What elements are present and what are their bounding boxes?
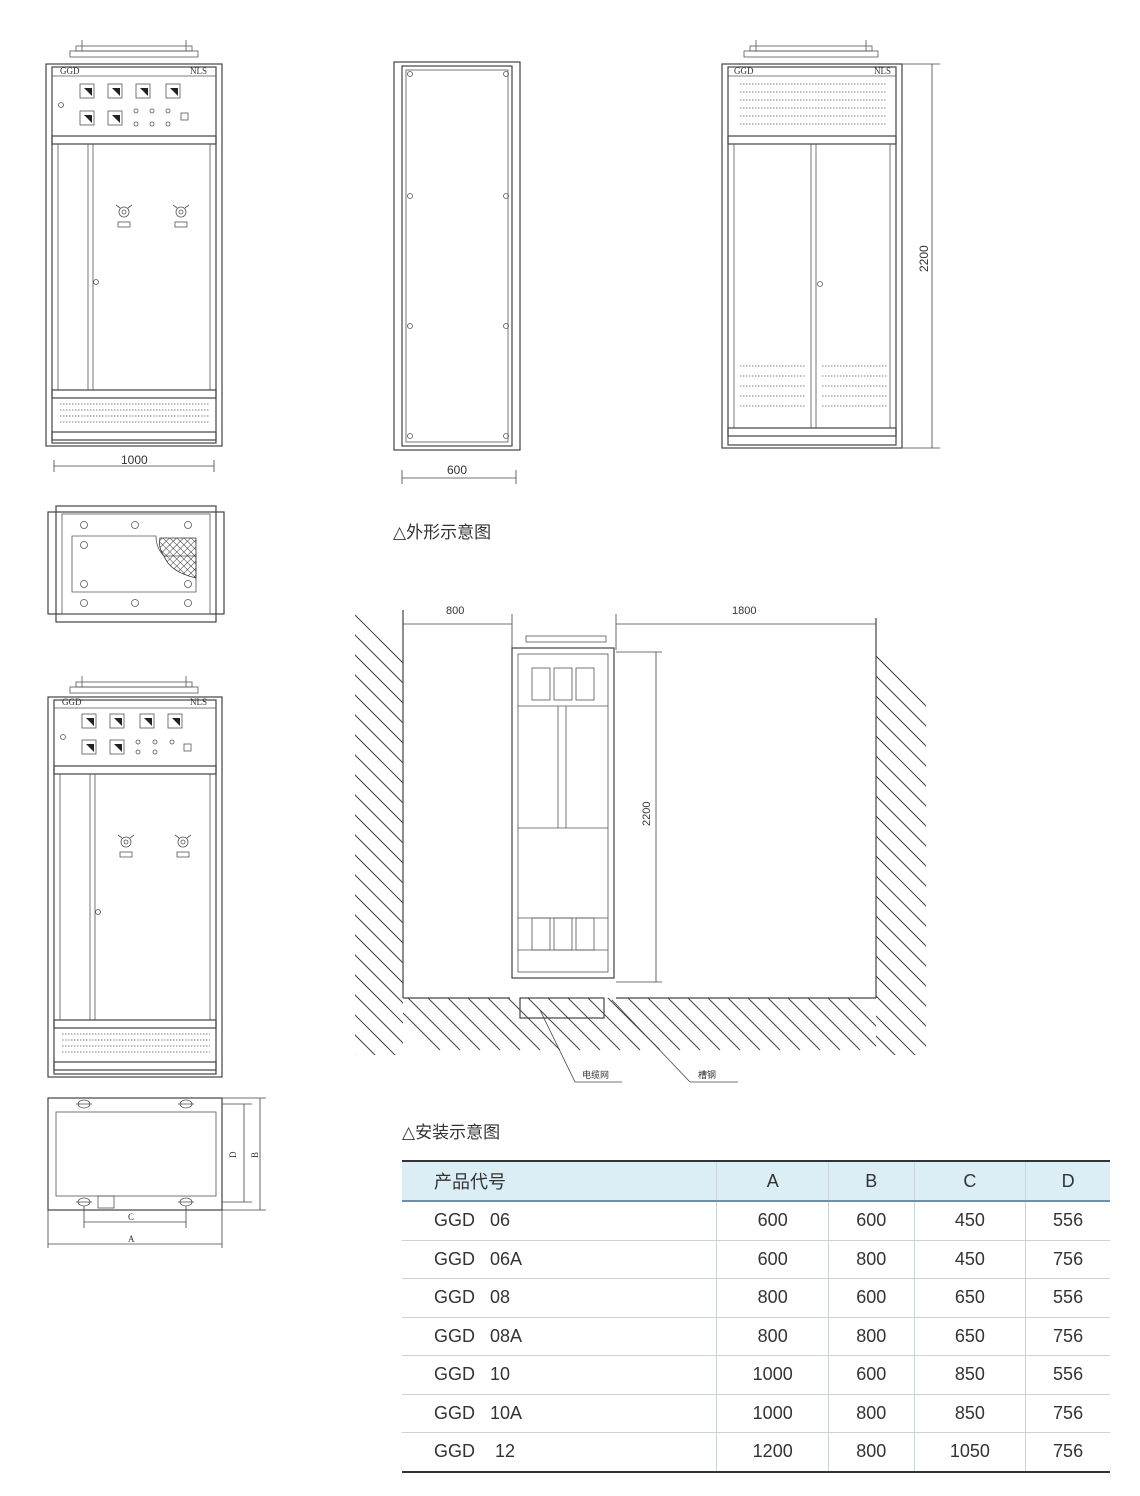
value-A-cell: 600 xyxy=(716,1240,829,1279)
svg-text:NLS: NLS xyxy=(190,697,207,707)
header-product-code: 产品代号 xyxy=(402,1160,718,1202)
base-plan-view: D B C A xyxy=(47,1097,266,1248)
product-code-cell: GGD 10A xyxy=(402,1394,718,1433)
header-A: A xyxy=(716,1160,829,1202)
front-view-cabinet-2: GGD NLS xyxy=(47,676,223,1078)
value-D-cell: 556 xyxy=(1025,1355,1110,1395)
switch-handle-left xyxy=(115,204,133,228)
value-A-cell: 1000 xyxy=(716,1394,829,1433)
value-A-cell: 1200 xyxy=(716,1432,829,1473)
base-dim-A: A xyxy=(128,1234,135,1244)
table-row: GGD 06 600 600 450 556 xyxy=(402,1201,1110,1241)
value-B-cell: 600 xyxy=(828,1201,915,1241)
install-height-dimension: 2200 xyxy=(641,802,653,826)
table-row: GGD 10A 1000 800 850 756 xyxy=(402,1394,1110,1433)
table-row: GGD 10 1000 600 850 556 xyxy=(402,1355,1110,1395)
table-row: GGD 06A 600 800 450 756 xyxy=(402,1240,1110,1279)
value-C-cell: 850 xyxy=(914,1394,1027,1433)
value-B-cell: 800 xyxy=(828,1394,915,1433)
value-A-cell: 800 xyxy=(716,1317,829,1356)
value-B-cell: 600 xyxy=(828,1355,915,1395)
header-B: B xyxy=(828,1160,915,1202)
value-D-cell: 756 xyxy=(1025,1317,1110,1356)
value-B-cell: 800 xyxy=(828,1432,915,1473)
value-D-cell: 756 xyxy=(1025,1432,1110,1473)
base-dim-D: D xyxy=(228,1151,238,1158)
value-D-cell: 756 xyxy=(1025,1394,1110,1433)
installation-diagram-caption: △安装示意图 xyxy=(402,1123,501,1142)
product-code-cell: GGD 08 xyxy=(402,1278,718,1318)
table-row: GGD 12 1200 800 1050 756 xyxy=(402,1432,1110,1473)
side-view-cabinet: 600 xyxy=(393,61,521,484)
installation-diagram: 800 1800 2200 电缆网 槽钢 xyxy=(355,605,926,1083)
value-C-cell: 450 xyxy=(914,1201,1027,1241)
switch-handle-right xyxy=(172,204,190,228)
channel-steel-callout: 槽钢 xyxy=(698,1069,716,1081)
value-B-cell: 800 xyxy=(828,1317,915,1356)
value-C-cell: 450 xyxy=(914,1240,1027,1279)
meter-panel xyxy=(58,83,189,127)
rear-view-cabinet: GGD NLS 22 xyxy=(721,40,940,449)
top-view-cabinet xyxy=(47,505,225,623)
base-dim-C: C xyxy=(128,1212,134,1222)
product-code-cell: GGD 12 xyxy=(402,1432,718,1473)
depth-dimension: 600 xyxy=(447,463,467,477)
width-dimension: 1000 xyxy=(121,453,148,467)
product-code-cell: GGD 10 xyxy=(402,1355,718,1395)
outline-diagram-caption: △外形示意图 xyxy=(393,523,492,542)
value-D-cell: 556 xyxy=(1025,1201,1110,1241)
value-D-cell: 556 xyxy=(1025,1278,1110,1318)
cable-trench-callout: 电缆网 xyxy=(582,1069,609,1081)
brand-label-left: GGD xyxy=(60,66,80,76)
value-C-cell: 850 xyxy=(914,1355,1027,1395)
product-code-cell: GGD 06 xyxy=(402,1201,718,1241)
product-code-cell: GGD 06A xyxy=(402,1240,718,1279)
value-C-cell: 650 xyxy=(914,1278,1027,1318)
brand-label-right: NLS xyxy=(190,66,207,76)
vent-grille xyxy=(60,403,210,423)
height-dimension: 2200 xyxy=(917,245,931,272)
product-code-cell: GGD 08A xyxy=(402,1317,718,1356)
front-clearance-dimension: 800 xyxy=(446,605,464,617)
front-view-cabinet: GGD NLS xyxy=(45,40,223,472)
svg-text:GGD: GGD xyxy=(62,697,82,707)
table-row: GGD 08 800 600 650 556 xyxy=(402,1278,1110,1318)
value-A-cell: 1000 xyxy=(716,1355,829,1395)
base-dim-B: B xyxy=(250,1152,260,1158)
value-B-cell: 800 xyxy=(828,1240,915,1279)
svg-text:NLS: NLS xyxy=(874,66,891,76)
value-B-cell: 600 xyxy=(828,1278,915,1318)
value-C-cell: 1050 xyxy=(914,1432,1027,1473)
header-C: C xyxy=(914,1160,1027,1202)
value-A-cell: 800 xyxy=(716,1278,829,1318)
svg-text:GGD: GGD xyxy=(734,66,754,76)
value-A-cell: 600 xyxy=(716,1201,829,1241)
header-D: D xyxy=(1025,1160,1110,1202)
rear-clearance-dimension: 1800 xyxy=(732,605,756,617)
table-row: GGD 08A 800 800 650 756 xyxy=(402,1317,1110,1356)
spec-table: 产品代号 A B C D GGD 06 600 600 450 556 GGD … xyxy=(402,1160,1110,1473)
value-D-cell: 756 xyxy=(1025,1240,1110,1279)
value-C-cell: 650 xyxy=(914,1317,1027,1356)
spec-table-header-row: 产品代号 A B C D xyxy=(402,1160,1110,1202)
